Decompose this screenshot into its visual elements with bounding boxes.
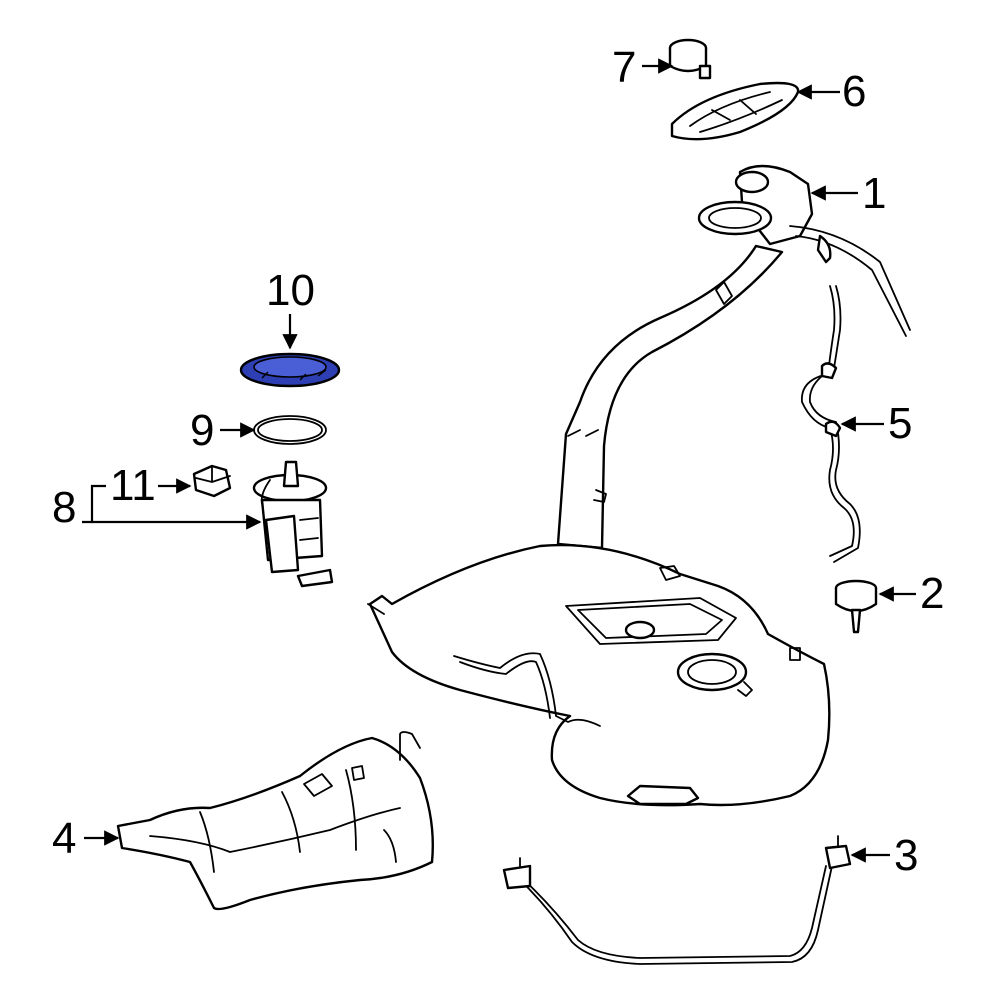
callout-10: 10 [266,266,315,315]
callout-11: 11 [110,461,156,510]
part-6-lock-ring [670,81,800,141]
callout-8: 8 [52,483,76,532]
callout-1: 1 [862,169,886,218]
leader-lines [82,58,916,863]
callout-2: 2 [920,569,944,618]
part-10-lock-ring-highlighted [239,352,341,388]
part-4-heat-shield [116,731,434,911]
part-8-fuel-pump-module [252,460,334,588]
part-11-connector [192,464,232,498]
callout-4: 4 [52,814,76,863]
part-2-grommet [834,579,878,634]
bracket-8 [82,484,106,524]
part-10-ring-inner [253,356,327,378]
callout-9: 9 [190,406,214,455]
part-9-seal-ring [253,415,327,445]
callout-5: 5 [888,399,912,448]
callout-3: 3 [894,831,918,880]
part-fuel-tank [367,543,831,807]
part-3-tank-strap [502,835,852,965]
part-7-cap [668,38,712,80]
callout-7: 7 [612,43,636,92]
part-1-filler-neck [556,164,911,550]
callout-6: 6 [842,67,866,116]
part-5-vent-line [801,285,861,563]
callout-labels: 1 2 3 4 5 6 7 8 9 10 11 [52,43,944,880]
